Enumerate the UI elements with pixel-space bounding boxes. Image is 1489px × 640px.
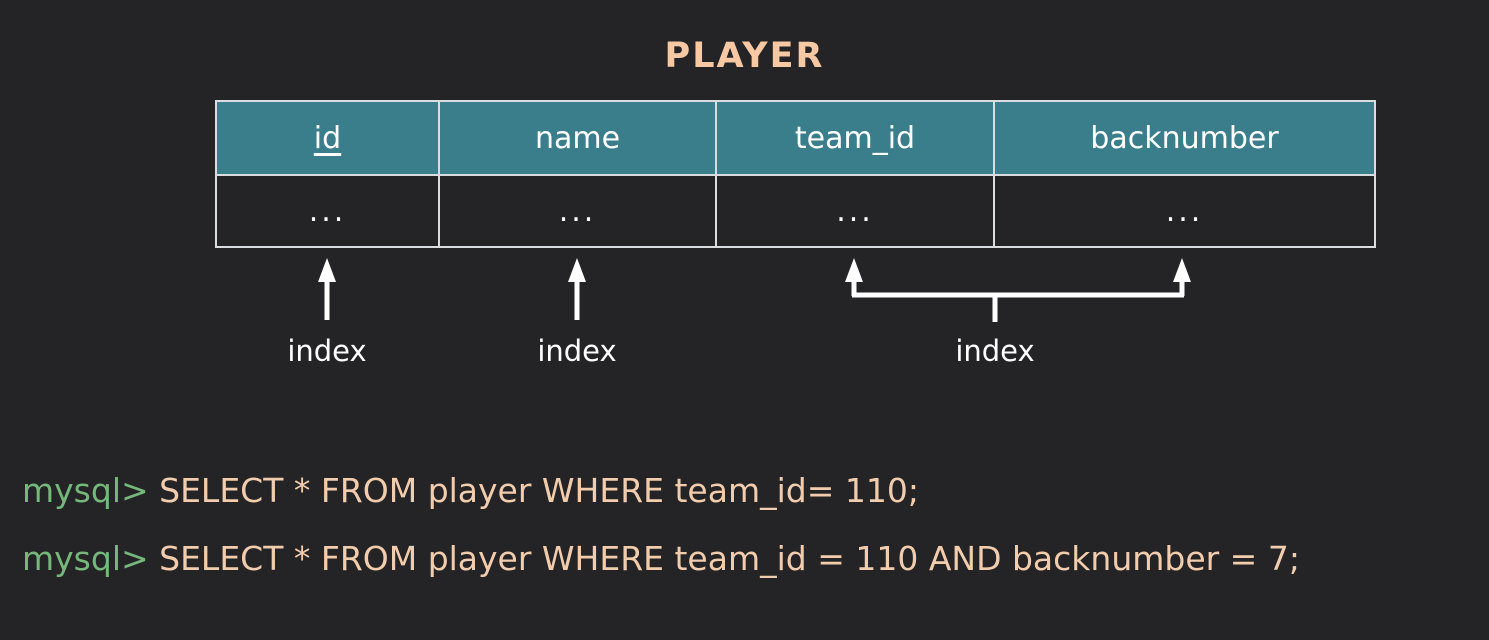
- cell-backnumber: ...: [993, 174, 1376, 248]
- column-header-backnumber: backnumber: [993, 100, 1376, 176]
- index-label-id: index: [287, 334, 367, 368]
- cell-name: ...: [438, 174, 717, 248]
- column-header-id-label: id: [313, 120, 342, 156]
- cell-id: ...: [215, 174, 440, 248]
- mysql-prompt: mysql>: [22, 539, 149, 578]
- page-title: PLAYER: [664, 36, 825, 76]
- sql-query-text: SELECT * FROM player WHERE team_id= 110;: [148, 471, 919, 510]
- column-header-name-label: name: [534, 120, 621, 156]
- column-header-backnumber-label: backnumber: [1090, 120, 1279, 156]
- player-table: id name team_id backnumber ... ... ... .…: [215, 100, 1376, 248]
- sql-statement-1: mysql> SELECT * FROM player WHERE team_i…: [22, 471, 919, 510]
- index-arrow-id: [318, 258, 336, 320]
- sql-query-text: SELECT * FROM player WHERE team_id = 110…: [148, 539, 1300, 578]
- cell-team-id: ...: [715, 174, 995, 248]
- column-header-team-id: team_id: [715, 100, 995, 176]
- column-header-id: id: [215, 100, 440, 176]
- index-label-composite: index: [955, 334, 1035, 368]
- index-arrow-composite: [845, 258, 1191, 322]
- index-label-name: index: [537, 334, 617, 368]
- table-header-row: id name team_id backnumber: [215, 100, 1376, 176]
- table-row: ... ... ... ...: [215, 174, 1376, 248]
- sql-statement-2: mysql> SELECT * FROM player WHERE team_i…: [22, 539, 1300, 578]
- mysql-prompt: mysql>: [22, 471, 149, 510]
- index-arrow-name: [568, 258, 586, 320]
- column-header-team-id-label: team_id: [794, 120, 916, 156]
- column-header-name: name: [438, 100, 717, 176]
